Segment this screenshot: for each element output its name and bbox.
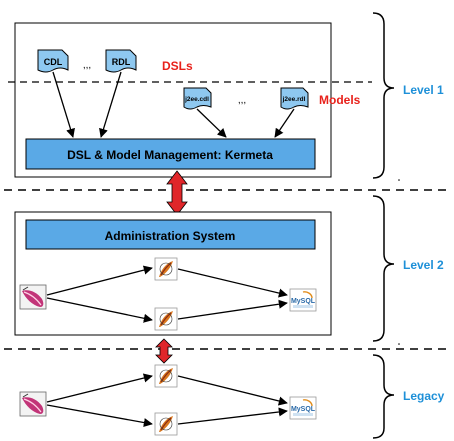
rdl-label: RDL xyxy=(112,57,131,67)
l2-apache-bottom-to-mysql xyxy=(177,299,288,320)
level2-mysql-label: MySQL xyxy=(291,298,316,305)
legacy-browser-to-apache-top xyxy=(46,373,153,403)
dsl-ellipsis: ,,, xyxy=(83,60,91,71)
legacy-mysql-icon: MySQL xyxy=(289,396,317,420)
level2-browser-icon xyxy=(19,284,47,310)
admin-system-box xyxy=(25,219,316,250)
level1-level2-connector xyxy=(166,170,188,216)
j2ee-rdl-document: j2ee.rdl xyxy=(280,87,309,110)
legacy-apache-bottom-to-mysql xyxy=(177,407,288,425)
cdl-document: CDL xyxy=(37,49,69,73)
legacy-apache-top-icon xyxy=(154,364,178,388)
decor-dot-2 xyxy=(398,343,400,345)
legacy-apache-bottom-icon xyxy=(154,412,178,436)
rdl-to-kermeta-arrow xyxy=(99,71,122,138)
level2-label: Level 2 xyxy=(403,258,444,272)
cdl-to-kermeta-arrow xyxy=(52,71,75,138)
decor-dot-1 xyxy=(398,179,400,181)
l2-browser-to-apache-top xyxy=(46,265,153,296)
j2ee-cdl-to-kermeta-arrow xyxy=(196,108,227,138)
level2-mysql-icon: MySQL xyxy=(289,288,317,312)
models-label: Models xyxy=(319,93,361,107)
legacy-browser-to-apache-bottom xyxy=(46,404,153,428)
legacy-browser-icon xyxy=(19,391,47,417)
kermeta-box xyxy=(25,138,316,170)
model-ellipsis: ,,, xyxy=(238,95,246,106)
legacy-mysql-label: MySQL xyxy=(291,406,316,413)
level2-apache-top-icon xyxy=(154,257,178,281)
legacy-label: Legacy xyxy=(403,389,445,403)
j2ee-cdl-document: j2ee.cdl xyxy=(183,87,212,110)
l2-apache-top-to-mysql xyxy=(177,268,288,298)
dsls-label: DSLs xyxy=(162,59,193,73)
legacy-brace xyxy=(372,354,395,439)
level2-legacy-connector xyxy=(155,338,173,364)
legacy-apache-top-to-mysql xyxy=(177,375,288,406)
j2ee-cdl-label: j2ee.cdl xyxy=(184,96,209,103)
j2ee-rdl-label: j2ee.rdl xyxy=(282,96,306,103)
rdl-document: RDL xyxy=(105,49,137,73)
j2ee-rdl-to-kermeta-arrow xyxy=(274,108,295,138)
level2-brace xyxy=(372,195,395,342)
level2-apache-bottom-icon xyxy=(154,307,178,331)
kermeta-label: DSL & Model Management: Kermeta xyxy=(67,148,273,162)
cdl-label: CDL xyxy=(44,57,63,67)
admin-system-label: Administration System xyxy=(105,229,236,243)
l2-browser-to-apache-bottom xyxy=(46,297,153,323)
level1-brace xyxy=(372,12,395,179)
level1-label: Level 1 xyxy=(403,83,444,97)
